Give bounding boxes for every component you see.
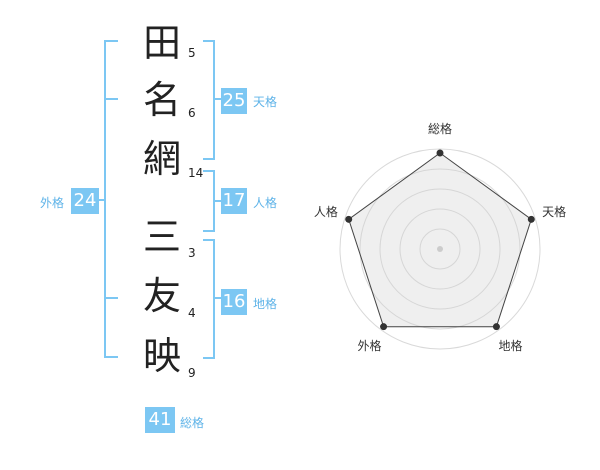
chikaku-label: 地格 — [253, 297, 278, 311]
radar-point — [527, 215, 535, 223]
radar-point — [345, 215, 353, 223]
bracket-tick — [213, 297, 221, 299]
soukaku-value-badge: 41 — [145, 407, 175, 433]
surname-char-2: 名 — [142, 78, 181, 122]
soukaku-label: 総格 — [180, 416, 205, 430]
radar-ring — [379, 188, 501, 310]
radar-center-dot — [437, 246, 443, 252]
radar-axis-label: 人格 — [314, 204, 338, 219]
bracket-tick — [213, 200, 221, 202]
radar-ring — [339, 148, 541, 350]
jinkaku-label: 人格 — [253, 196, 278, 210]
surname-char-1: 田 — [142, 21, 181, 65]
stroke-count: 14 — [188, 166, 204, 180]
given-char-2: 友 — [142, 274, 181, 318]
given-char-3: 映 — [142, 334, 181, 378]
gaikaku-bracket — [104, 40, 118, 358]
chikaku-bracket — [203, 239, 215, 359]
radar-axis-label: 天格 — [542, 204, 566, 219]
radar-point — [380, 323, 388, 331]
tenkaku-label: 天格 — [253, 95, 278, 109]
stroke-count: 9 — [188, 366, 196, 380]
stroke-count: 4 — [188, 306, 196, 320]
stroke-count: 3 — [188, 246, 196, 260]
bracket-tick — [104, 297, 118, 299]
jinkaku-value-badge: 17 — [221, 188, 247, 214]
bracket-tick — [96, 199, 105, 201]
bracket-tick — [104, 98, 118, 100]
radar-axis-label: 外格 — [357, 338, 381, 353]
chikaku-value-badge: 16 — [221, 289, 247, 315]
tenkaku-bracket — [203, 40, 215, 160]
given-char-1: 三 — [142, 215, 181, 259]
tenkaku-value-badge: 25 — [221, 88, 247, 114]
gaikaku-label: 外格 — [40, 196, 65, 210]
radar-ring — [399, 208, 481, 290]
radar-polygon — [348, 152, 532, 328]
radar-ring — [359, 168, 521, 330]
radar-axis-label: 総格 — [428, 121, 452, 136]
radar-point — [492, 323, 500, 331]
radar-axis-label: 地格 — [498, 338, 522, 353]
stroke-count: 5 — [188, 46, 196, 60]
radar-ring — [419, 228, 461, 270]
radar-point — [436, 149, 444, 157]
surname-char-3: 網 — [142, 137, 181, 181]
bracket-tick — [213, 98, 221, 100]
stroke-count: 6 — [188, 106, 196, 120]
gaikaku-value-badge: 24 — [71, 188, 99, 214]
